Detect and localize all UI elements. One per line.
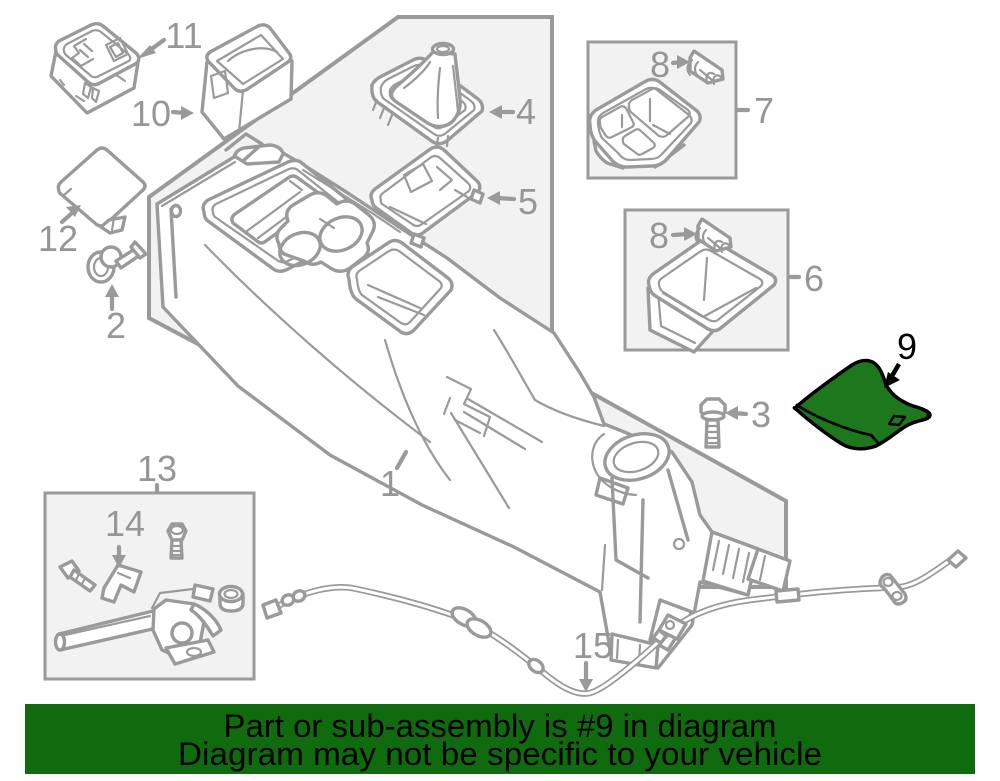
svg-text:11: 11 <box>165 15 202 56</box>
svg-text:15: 15 <box>573 625 613 666</box>
svg-text:3: 3 <box>751 394 771 435</box>
svg-text:Part or sub-assembly is #9 in: Part or sub-assembly is #9 in diagram <box>224 708 777 744</box>
svg-text:7: 7 <box>754 90 774 131</box>
svg-text:5: 5 <box>518 181 538 222</box>
svg-text:8: 8 <box>649 215 669 256</box>
svg-text:9: 9 <box>897 326 917 367</box>
svg-text:6: 6 <box>804 258 824 299</box>
svg-text:1: 1 <box>380 463 400 504</box>
svg-text:12: 12 <box>38 218 78 259</box>
svg-text:8: 8 <box>650 44 670 85</box>
svg-text:14: 14 <box>105 503 145 544</box>
svg-text:10: 10 <box>131 93 171 134</box>
svg-text:Diagram may not be specific to: Diagram may not be specific to your vehi… <box>178 736 822 772</box>
svg-text:13: 13 <box>137 448 177 489</box>
svg-text:4: 4 <box>516 91 536 132</box>
svg-text:2: 2 <box>106 305 126 346</box>
